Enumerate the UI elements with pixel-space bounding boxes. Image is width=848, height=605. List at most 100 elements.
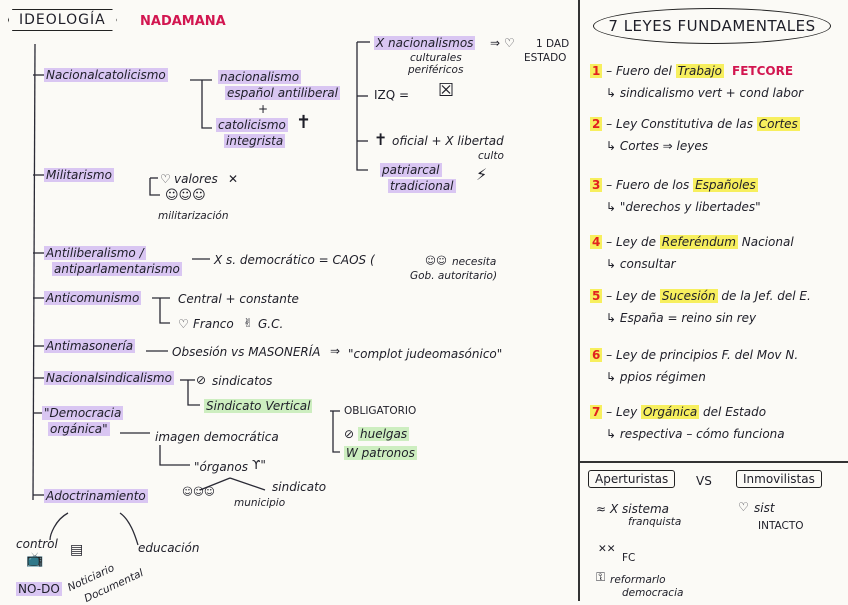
ideology-title: IDEOLOGÍA [8, 9, 117, 31]
sind-b: Sindicato Vertical [204, 399, 312, 413]
hand-icon: ✌ [243, 316, 253, 330]
xx-mark: ✕✕ [598, 543, 616, 555]
hook-arrow-icon: ↳ [606, 139, 620, 153]
law-text-pre: Ley Constitutiva de las [616, 117, 757, 131]
aperturistas-l1-b: franquista [628, 516, 681, 528]
nac-sub1-a: nacionalismo [218, 70, 301, 84]
aperturistas-heading: Aperturistas [588, 470, 675, 488]
vs-label: VS [696, 474, 712, 488]
nac-sub2-a: catolicismo [216, 118, 288, 132]
fork-icon: ϒ" [252, 458, 266, 472]
heart-icon: ♡ [160, 172, 171, 186]
law-text-pre: Ley de principios [616, 348, 722, 362]
far3-a: oficial + X libertad [392, 134, 504, 148]
hook-arrow-icon: ↳ [606, 311, 620, 325]
antimas-a: Obsesión vs MASONERÍA [172, 345, 320, 359]
law-text-pre: Ley de [616, 289, 660, 303]
prohibited-icon-2: ⊘ [344, 427, 354, 441]
law-key-term: Sucesión [660, 289, 718, 303]
branch-democracia-a: "Democracia [42, 406, 123, 420]
law-number: 4 [590, 235, 602, 249]
law-number: 5 [590, 289, 602, 303]
anti-sub-a: X s. democrático = CAOS ( [214, 253, 375, 267]
anti-sub-b: necesita [452, 256, 496, 268]
law-text-post: F. del Mov N. [722, 348, 799, 362]
branch-adoctrinamiento: Adoctrinamiento [44, 489, 148, 503]
branch-antiliberalismo-a: Antiliberalismo / [44, 246, 146, 260]
law-key-term: Orgánica [641, 405, 699, 419]
sind-a: sindicatos [212, 374, 272, 388]
law-key-term: Referéndum [660, 235, 738, 249]
far4-b: tradicional [388, 179, 456, 193]
far1-b: culturales [410, 52, 462, 64]
ado-a: control [16, 537, 58, 551]
law-number: 3 [590, 178, 602, 192]
law-detail-text: respectiva – cómo funciona [620, 427, 785, 441]
far4-a: patriarcal [380, 163, 442, 177]
heart-icon-2: ♡ [178, 317, 189, 331]
key-icon: ⚿ [596, 570, 605, 584]
anticom-c: G.C. [258, 317, 283, 331]
arrow-heart-icon: ⇒ ♡ [490, 36, 515, 50]
far1-a: X nacionalismos [374, 36, 475, 50]
law-4-detail: ↳ consultar [606, 257, 676, 271]
far3-b: culto [478, 150, 504, 162]
waves-icon: ≈ [596, 502, 606, 516]
inmovilistas-heading: Inmovilistas [736, 470, 822, 488]
law-number: 6 [590, 348, 602, 362]
x-mark-icon: ✕ [228, 172, 238, 186]
people-icon-3: ☺☺☺ [182, 486, 215, 498]
law-1-detail: ↳ sindicalismo vert + cond labor [606, 86, 803, 100]
double-arrow-icon: ⇒ [330, 344, 340, 358]
anticom-a: Central + constante [178, 292, 299, 306]
inmovilistas-r1-a: sist [754, 501, 775, 515]
dem-d: municipio [234, 497, 285, 509]
heart-icon-3: ♡ [738, 500, 749, 514]
sind-d: huelgas [358, 427, 409, 441]
law-number: 2 [590, 117, 602, 131]
branch-nacionalcatolicismo: Nacionalcatolicismo [44, 68, 168, 82]
law-5: 5 – Ley de Sucesión de la Jef. del E. [590, 289, 811, 303]
sind-c: OBLIGATORIO [344, 405, 416, 417]
hook-arrow-icon: ↳ [606, 86, 620, 100]
law-3-detail: ↳ "derechos y libertades" [606, 200, 761, 214]
antimas-b: "complot judeomasónico" [348, 347, 502, 361]
anti-sub-c: Gob. autoritario) [410, 270, 497, 282]
nac-sub2-b: integrista [224, 134, 285, 148]
law-text-pre: Fuero del [616, 64, 676, 78]
branch-antiliberalismo-b: antiparlamentarismo [52, 262, 182, 276]
law-number: 1 [590, 64, 602, 78]
far1-c: periféricos [408, 64, 463, 76]
aperturistas-l3-a: reformarlo [610, 574, 666, 586]
law-3: 3 – Fuero de los Españoles [590, 178, 758, 192]
law-6: 6 – Ley de principios F. del Mov N. [590, 348, 798, 362]
law-text-pre: Ley de [616, 235, 660, 249]
ado-c: NO-DO [16, 582, 62, 596]
law-4: 4 – Ley de Referéndum Nacional [590, 235, 794, 249]
law-detail-text: Cortes ⇒ leyes [620, 139, 708, 153]
law-detail-text: "derechos y libertades" [620, 200, 761, 214]
plus-sign: + [258, 102, 268, 116]
hook-arrow-icon: ↳ [606, 370, 620, 384]
inmovilistas-r1-b: INTACTO [758, 520, 804, 532]
anticom-b: Franco [193, 317, 234, 331]
branch-democracia-b: orgánica" [48, 422, 110, 436]
sind-e: W patronos [344, 446, 417, 460]
newspaper-icon: ▤ [70, 543, 83, 557]
people-icon: ☺☺☺ [165, 189, 206, 203]
law-detail-text: ppios régimen [620, 370, 706, 384]
branch-antimasoneria: Antimasonería [44, 339, 135, 353]
law-text-post: de la Jef. del E. [718, 289, 811, 303]
people-icon-2: ☺☺ [425, 255, 447, 267]
law-key-term: Trabajo [676, 64, 724, 78]
law-7: 7 – Ley Orgánica del Estado [590, 405, 766, 419]
far1-d: 1 DAD [536, 38, 569, 50]
law-key-term: Cortes [757, 117, 800, 131]
mil-b: militarización [158, 210, 228, 222]
law-detail-text: sindicalismo vert + cond labor [620, 86, 803, 100]
crossed-box-icon: ☒ [438, 84, 454, 98]
law-2: 2 – Ley Constitutiva de las Cortes [590, 117, 800, 131]
law-6-detail: ↳ ppios régimen [606, 370, 706, 384]
